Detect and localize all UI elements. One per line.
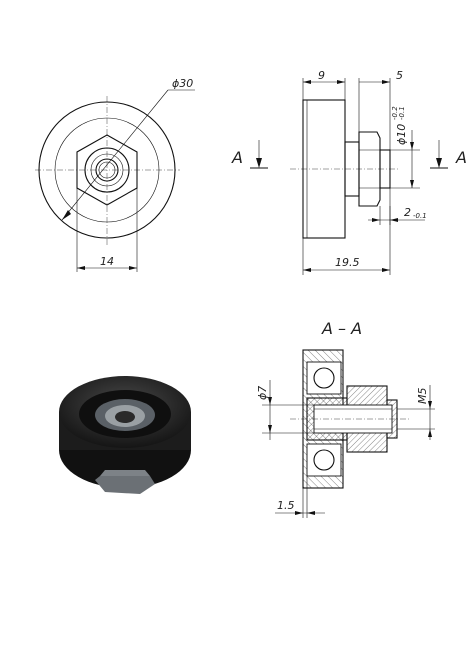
front-width-label: 14 [100, 255, 114, 268]
side-tol-lower: -0.1 [398, 106, 406, 120]
side-dim-right: 5 [396, 69, 403, 82]
section-mark-right: A [455, 148, 467, 167]
front-view: ϕ30 14 [35, 77, 195, 272]
section-dia-bore: ϕ7 [256, 386, 269, 400]
front-dia-label: ϕ30 [172, 77, 193, 90]
section-offset: 1.5 [277, 499, 295, 512]
side-view: 9 5 ϕ10 -0.2 -0.1 2 -0.1 19.5 A [231, 69, 467, 275]
side-dia-hub: ϕ10 [395, 124, 408, 145]
side-gap: 2 [404, 206, 411, 219]
side-length: 19.5 [335, 256, 360, 269]
side-tol-upper: -0.2 [391, 106, 399, 120]
section-title: A – A [321, 319, 362, 338]
section-mark-left: A [231, 148, 243, 167]
wheel-3d-render [59, 376, 191, 494]
dia-leader-line [61, 89, 169, 221]
side-gap-tol: -0.1 [413, 212, 427, 220]
section-view: A – A ϕ7 M5 1.5 [256, 319, 435, 518]
section-thread: M5 [416, 388, 429, 405]
side-dim-left: 9 [318, 69, 325, 82]
